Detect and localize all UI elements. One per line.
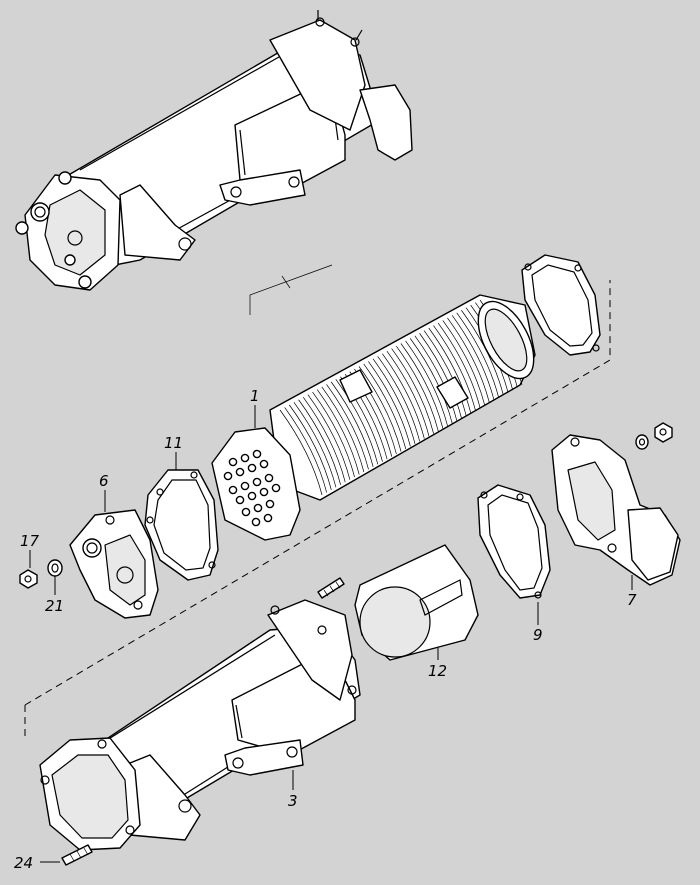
tube-rib (391, 348, 434, 434)
tube-rib (433, 325, 476, 411)
gasket-part-11 (144, 469, 219, 581)
tube-rib (326, 384, 369, 470)
tube-hole (253, 503, 263, 513)
tube-rib (377, 356, 421, 442)
tube-hole (259, 459, 269, 469)
tube-rib (284, 407, 327, 493)
gasket-part-9 (477, 484, 551, 599)
callout-labels: 1 11 6 17 21 12 9 7 3 24 (14, 387, 637, 872)
tube-rib (395, 345, 439, 432)
callout-24: 24 (14, 854, 33, 872)
tube-rib (335, 379, 379, 465)
tube-hole (251, 517, 261, 527)
tube-hole (252, 477, 262, 487)
tube-rib (316, 389, 360, 475)
tube-rib (358, 366, 402, 452)
tube-bundle-part-1 (211, 294, 536, 541)
callout-3: 3 (288, 792, 298, 810)
tube-hole (240, 453, 250, 463)
tube-rib (293, 402, 337, 488)
tube-rib (442, 320, 486, 406)
assembled-cooler-top (15, 10, 413, 291)
tube-rib (368, 361, 411, 447)
tube-rib (437, 322, 481, 409)
housing-part-3 (39, 599, 361, 851)
tube-rib (447, 317, 490, 403)
tube-rib (405, 340, 448, 427)
callout-7: 7 (627, 591, 637, 609)
tube-rib (307, 394, 351, 480)
gasket-upper-right (521, 254, 601, 356)
tube-rib (386, 350, 430, 437)
tube-rib (372, 358, 416, 444)
tube-rib (456, 312, 500, 398)
end-cover-part-7 (551, 434, 681, 586)
tube-rib (423, 330, 467, 416)
tube-rib (279, 409, 323, 496)
tube-rib (419, 333, 462, 419)
tube-hole (240, 481, 250, 491)
tube-rib (428, 327, 472, 414)
tube-hole (265, 499, 275, 509)
callout-21: 21 (45, 597, 64, 615)
sleeve-part-12 (354, 544, 479, 661)
washer-part-21 (47, 559, 63, 577)
tube-hole (223, 471, 233, 481)
tube-rib (330, 381, 374, 467)
tube-rib (451, 315, 495, 401)
tube-rib (382, 353, 425, 439)
callout-6: 6 (99, 472, 109, 490)
callout-9: 9 (533, 626, 543, 644)
stud-upper (317, 577, 345, 599)
tube-hole (271, 483, 281, 493)
tube-hole (241, 507, 251, 517)
tube-hole (228, 485, 238, 495)
stud-part-24 (61, 844, 93, 866)
callout-1: 1 (250, 387, 260, 405)
callout-12: 12 (428, 662, 447, 680)
nut-part-17 (19, 569, 38, 589)
end-cover-part-6 (69, 509, 159, 619)
tube-hole (247, 463, 257, 473)
tube-hole (264, 473, 274, 483)
callout-11: 11 (164, 434, 183, 452)
tube-rib (363, 363, 407, 450)
tube-hole (263, 513, 273, 523)
tube-rib (409, 338, 453, 424)
leader-lines (29, 405, 633, 863)
tube-rib (298, 399, 341, 485)
tube-rib (289, 404, 332, 490)
tube-rib (302, 397, 346, 483)
tube-rib (321, 386, 365, 473)
callout-17: 17 (20, 532, 40, 550)
tube-hole (259, 487, 269, 497)
tube-hole (252, 449, 262, 459)
tube-hole (247, 491, 257, 501)
group-boundary (24, 280, 611, 706)
tube-hole (235, 467, 245, 477)
tube-rib (312, 391, 355, 478)
tube-rib (400, 343, 444, 429)
nut-upper-right (635, 422, 673, 450)
tube-rib (414, 335, 458, 421)
tube-hole (228, 457, 238, 467)
tube-hole (235, 495, 245, 505)
